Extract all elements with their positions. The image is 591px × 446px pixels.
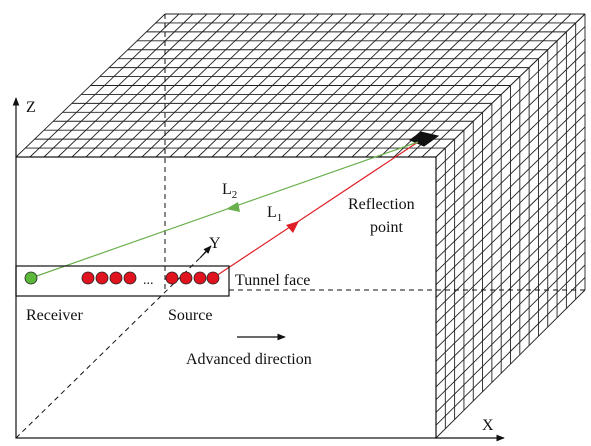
z-axis-label: Z: [26, 99, 36, 116]
l1-label: L1: [267, 204, 282, 224]
right-face-grid: [435, 13, 586, 439]
source-marker: [95, 271, 109, 285]
top-grid-line: [113, 13, 264, 158]
side-grid-line: [435, 76, 586, 222]
top-grid-line: [379, 13, 530, 158]
y-axis-arrow: [199, 245, 212, 259]
top-face-grid: [15, 13, 586, 158]
l2-arrowhead: [226, 202, 240, 212]
l1-ray: [212, 141, 419, 279]
l2-label: L2: [222, 181, 237, 201]
l1-arrowhead: [286, 221, 299, 233]
top-grid-line: [183, 13, 334, 158]
side-grid-line: [435, 26, 586, 171]
side-grid-line: [435, 189, 586, 337]
y-axis-label: Y: [209, 235, 221, 252]
top-grid-line: [141, 13, 292, 158]
top-grid-line: [169, 13, 320, 158]
side-grid-line: [435, 126, 586, 273]
top-grid-line: [57, 13, 208, 158]
side-grid-line: [435, 176, 586, 324]
side-grid-line: [435, 63, 586, 209]
top-grid-line: [99, 13, 250, 158]
top-grid-line: [211, 13, 362, 158]
side-grid-line: [435, 264, 586, 413]
top-grid-line: [267, 13, 418, 158]
side-grid-line: [435, 201, 586, 349]
side-grid-line: [435, 51, 586, 196]
source-marker: [179, 271, 193, 285]
top-grid-line: [309, 13, 460, 158]
top-grid-line: [29, 13, 180, 158]
top-grid-line: [225, 13, 376, 158]
advanced-direction-label: Advanced direction: [186, 351, 312, 368]
source-marker: [165, 271, 179, 285]
tunnel-face-label: Tunnel face: [235, 272, 310, 289]
side-grid-line: [435, 13, 586, 158]
side-grid-line: [435, 239, 586, 388]
side-grid-line: [435, 139, 586, 286]
ellipsis-label: ...: [143, 273, 154, 288]
side-grid-line: [435, 38, 586, 183]
side-grid-line: [435, 289, 586, 439]
receiver-label: Receiver: [26, 307, 84, 324]
source-marker: [81, 271, 95, 285]
source-marker: [206, 271, 220, 285]
side-grid-line: [435, 151, 586, 298]
top-grid-line: [295, 13, 446, 158]
top-grid-line: [351, 13, 502, 158]
top-grid-line: [323, 13, 474, 158]
top-grid-line: [253, 13, 404, 158]
top-grid-line: [85, 13, 236, 158]
side-grid-line: [435, 252, 586, 401]
top-grid-line: [71, 13, 222, 158]
source-marker: [109, 271, 123, 285]
side-grid-line: [435, 164, 586, 311]
side-grid-line: [435, 214, 586, 362]
tunnel-face-box: [15, 265, 230, 297]
source-marker: [193, 271, 207, 285]
top-grid-line: [337, 13, 488, 158]
side-grid-line: [435, 277, 586, 426]
x-axis-label: X: [482, 417, 494, 434]
top-grid-line: [239, 13, 390, 158]
front-face: [15, 156, 437, 439]
top-grid-line: [407, 13, 558, 158]
source-marker: [123, 271, 137, 285]
side-grid-line: [435, 88, 586, 234]
reflection-point-label-line2: point: [370, 219, 403, 236]
side-grid-line: [435, 101, 586, 247]
top-grid-line: [127, 13, 278, 158]
top-grid-line: [365, 13, 516, 158]
top-grid-line: [421, 13, 572, 158]
source-label: Source: [168, 307, 212, 324]
top-grid-line: [43, 13, 194, 158]
top-grid-line: [281, 13, 432, 158]
source-markers: [81, 271, 220, 285]
top-grid-line: [15, 13, 166, 158]
receiver-marker: [24, 271, 38, 285]
top-grid-line: [155, 13, 306, 158]
side-grid-line: [435, 114, 586, 260]
l2-ray: [30, 141, 419, 279]
side-grid-line: [435, 226, 586, 375]
top-grid-line: [197, 13, 348, 158]
reflection-point-label-line1: Reflection: [348, 196, 415, 213]
